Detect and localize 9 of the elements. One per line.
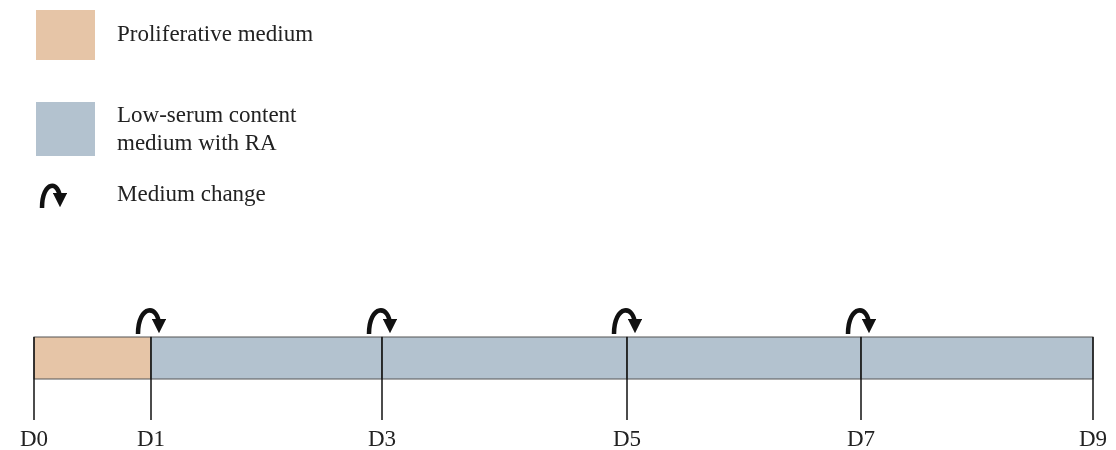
day-label: D3 — [367, 425, 397, 450]
day-label: D9 — [1078, 425, 1108, 450]
legend-text: Low-serum content medium with RA — [117, 101, 298, 157]
day-label: D5 — [612, 425, 642, 450]
legend-text: Proliferative medium — [117, 20, 315, 48]
day-label: D7 — [846, 425, 876, 450]
day-label: D0 — [19, 425, 49, 450]
day-label: D1 — [136, 425, 166, 450]
legend-text: Medium change — [117, 180, 267, 208]
